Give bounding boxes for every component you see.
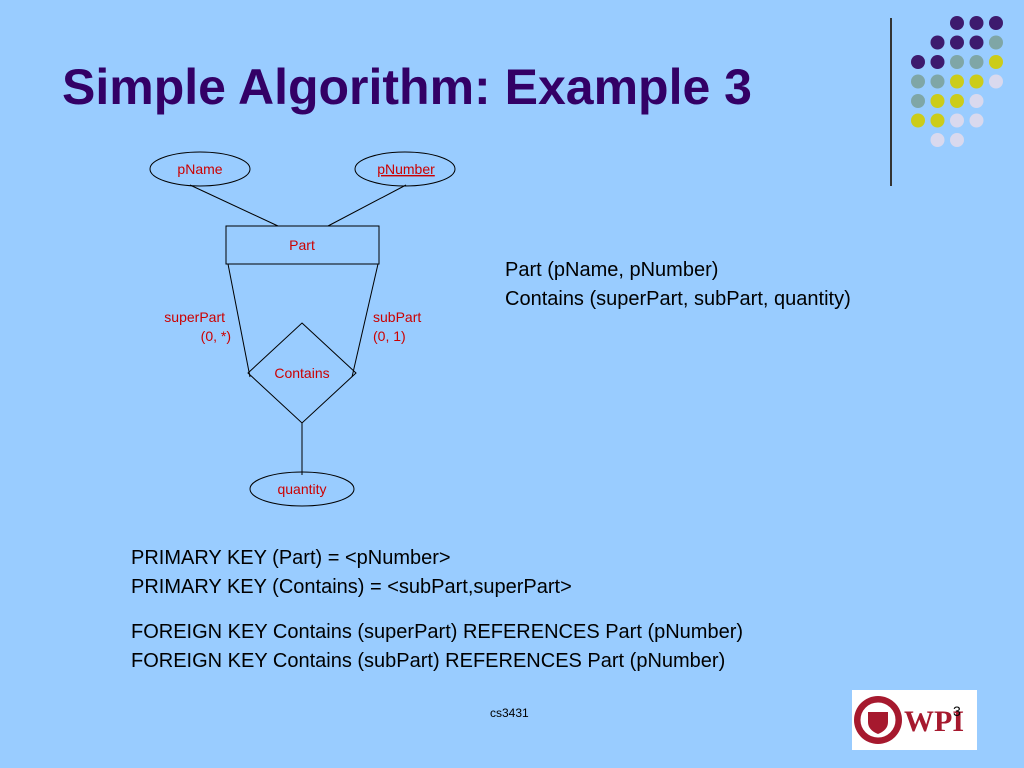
primary-key-contains: PRIMARY KEY (Contains) = <subPart,superP… (131, 576, 572, 598)
role-subpart-label: subPart (373, 309, 421, 325)
relationship-contains-diamond (247, 322, 357, 424)
attribute-quantity-ellipse (249, 471, 355, 507)
attribute-pnumber-ellipse (354, 151, 456, 187)
entity-part-box (225, 225, 380, 265)
decorative-dot (969, 74, 984, 89)
entity-part-label: Part (289, 237, 315, 253)
decorative-dot (969, 35, 984, 50)
connector-pname-part (189, 184, 279, 227)
schema-part: Part (pName, pNumber) (505, 259, 719, 281)
decorative-dot (930, 133, 945, 147)
decorative-dot (950, 133, 964, 147)
decorative-dot (989, 55, 1003, 69)
svg-text:WPI: WPI (904, 705, 964, 738)
decorative-dot (930, 55, 945, 69)
schema-contains: Contains (superPart, subPart, quantity) (505, 288, 851, 310)
connector-pnumber-part (327, 184, 407, 227)
decorative-dot (911, 94, 925, 108)
primary-key-part: PRIMARY KEY (Part) = <pNumber> (131, 547, 451, 569)
footer-course: cs3431 (490, 706, 529, 720)
decorative-dot (969, 113, 984, 128)
key-constraints: PRIMARY KEY (Part) = <pNumber> PRIMARY K… (131, 544, 743, 676)
decorative-dot (989, 74, 1003, 89)
er-diagram: pName pNumber Part Contains superPart (0… (149, 151, 456, 507)
decorative-dot (950, 35, 964, 50)
decorative-dot (969, 16, 984, 30)
decorative-dot (930, 94, 945, 108)
foreign-key-superpart: FOREIGN KEY Contains (superPart) REFEREN… (131, 621, 744, 643)
decorative-dot (911, 74, 925, 89)
decorative-dot (989, 35, 1003, 50)
foreign-key-subpart: FOREIGN KEY Contains (subPart) REFERENCE… (131, 650, 726, 672)
relationship-contains-label: Contains (274, 365, 329, 381)
attribute-pnumber-label: pNumber (377, 161, 435, 177)
relational-schema: Part (pName, pNumber) Contains (superPar… (505, 256, 851, 314)
cardinality-subpart: (0, 1) (373, 328, 406, 344)
decorative-dot (911, 55, 925, 69)
cardinality-superpart: (0, *) (201, 328, 231, 344)
decorative-dot (969, 94, 984, 108)
decorative-dot (950, 55, 964, 69)
decorative-dot (969, 55, 984, 69)
slide-title: Simple Algorithm: Example 3 (62, 59, 752, 115)
role-superpart-label: superPart (164, 309, 225, 325)
page-number: 3 (953, 703, 961, 719)
decorative-dot (950, 94, 964, 108)
decorative-dot (911, 113, 925, 128)
decorative-dot (950, 113, 964, 128)
decorative-dot (930, 113, 945, 128)
attribute-pname-label: pName (177, 161, 222, 177)
decorative-divider (890, 18, 892, 186)
decorative-dot (930, 35, 945, 50)
decorative-dot (950, 16, 964, 30)
attribute-pname-ellipse (149, 151, 251, 187)
decorative-dot-grid (911, 16, 1003, 147)
wpi-logo: WPI (852, 690, 977, 750)
connector-subpart (351, 263, 379, 378)
decorative-dot (930, 74, 945, 89)
decorative-dot (989, 16, 1003, 30)
attribute-quantity-label: quantity (277, 481, 326, 497)
connector-superpart (227, 263, 251, 378)
decorative-dot (950, 74, 964, 89)
